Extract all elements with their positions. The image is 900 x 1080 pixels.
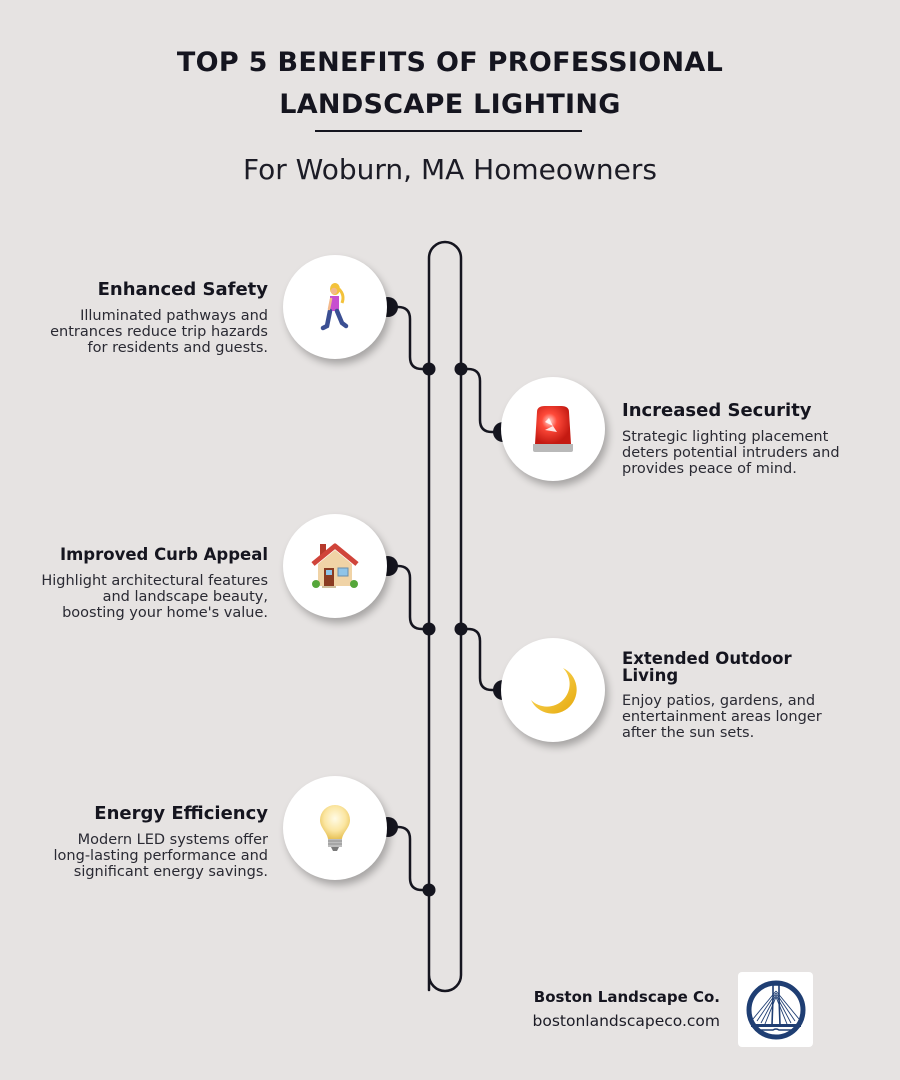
page-title-line-2: LANDSCAPE LIGHTING — [279, 89, 621, 120]
title-divider — [315, 130, 582, 132]
benefit-icon-circle — [501, 377, 605, 481]
house-icon — [311, 543, 359, 588]
benefit-description: Illuminated pathways and entrances reduc… — [50, 308, 268, 356]
benefit-icon-circle — [283, 255, 387, 359]
benefit-icon-circle — [283, 514, 387, 618]
police-light-icon — [533, 406, 573, 452]
benefit-increased-security: Increased Security Strategic lighting pl… — [622, 400, 842, 478]
timeline-node — [422, 622, 436, 636]
benefit-description: Strategic lighting placement deters pote… — [622, 429, 840, 477]
benefit-icon-circle — [501, 638, 605, 742]
benefit-description: Enjoy patios, gardens, and entertainment… — [622, 693, 822, 741]
company-name: Boston Landscape Co. — [533, 988, 720, 1006]
benefit-title: Improved Curb Appeal — [59, 545, 268, 564]
bridge-logo-icon — [746, 980, 805, 1039]
benefit-title: Increased Security — [622, 400, 812, 421]
timeline-node — [422, 883, 436, 897]
benefit-icon-circle — [283, 776, 387, 880]
benefit-title: Enhanced Safety — [97, 279, 268, 300]
timeline-node — [454, 362, 468, 376]
page-title: TOP 5 BENEFITS OF PROFESSIONAL LANDSCAPE… — [0, 42, 900, 126]
page-subtitle: For Woburn, MA Homeowners — [243, 153, 657, 186]
crescent-moon-icon — [531, 668, 577, 714]
benefit-enhanced-safety: Enhanced Safety Illuminated pathways and… — [40, 279, 268, 357]
benefit-title: Extended Outdoor Living — [622, 649, 792, 685]
timeline-node — [454, 622, 468, 636]
timeline-loop — [427, 240, 463, 993]
benefit-description: Highlight architectural features and lan… — [41, 573, 268, 621]
benefit-energy-efficiency: Energy Efficiency Modern LED systems off… — [40, 803, 268, 881]
benefit-title: Energy Efficiency — [94, 803, 268, 824]
person-walking-icon — [320, 283, 349, 331]
timeline-node — [422, 362, 436, 376]
benefit-improved-curb-appeal: Improved Curb Appeal Highlight architect… — [40, 545, 268, 622]
company-logo — [738, 972, 813, 1047]
page-title-line-1: TOP 5 BENEFITS OF PROFESSIONAL — [176, 47, 724, 78]
benefit-description: Modern LED systems offer long-lasting pe… — [53, 832, 268, 880]
benefit-extended-outdoor-living: Extended Outdoor Living Enjoy patios, ga… — [622, 650, 842, 741]
company-website-link[interactable]: bostonlandscapeco.com — [532, 1012, 720, 1030]
light-bulb-icon — [320, 805, 350, 851]
